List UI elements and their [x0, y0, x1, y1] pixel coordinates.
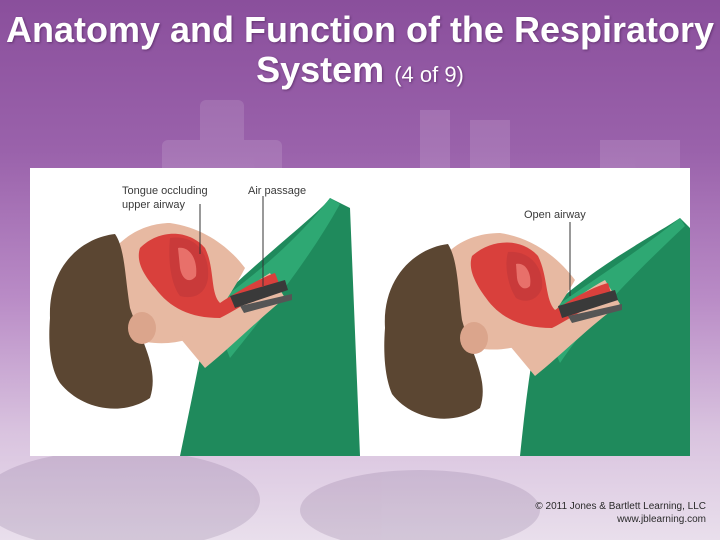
copyright-line1: © 2011 Jones & Bartlett Learning, LLC [535, 500, 706, 513]
title-main: Anatomy and Function of the Respiratory … [6, 9, 714, 90]
open-airway-figure: Open airway [384, 209, 690, 456]
label-tongue-line1: Tongue occluding [122, 185, 208, 197]
occluded-airway-figure: Tongue occluding upper airway Air passag… [49, 185, 360, 456]
label-tongue-line2: upper airway [122, 199, 185, 211]
slide-title: Anatomy and Function of the Respiratory … [0, 10, 720, 95]
copyright-line2: www.jblearning.com [535, 513, 706, 526]
copyright-notice: © 2011 Jones & Bartlett Learning, LLC ww… [535, 500, 706, 526]
title-counter: (4 of 9) [394, 62, 464, 87]
label-open-airway: Open airway [524, 209, 586, 221]
airway-illustration: Tongue occluding upper airway Air passag… [30, 168, 690, 456]
label-air-passage: Air passage [248, 185, 306, 197]
